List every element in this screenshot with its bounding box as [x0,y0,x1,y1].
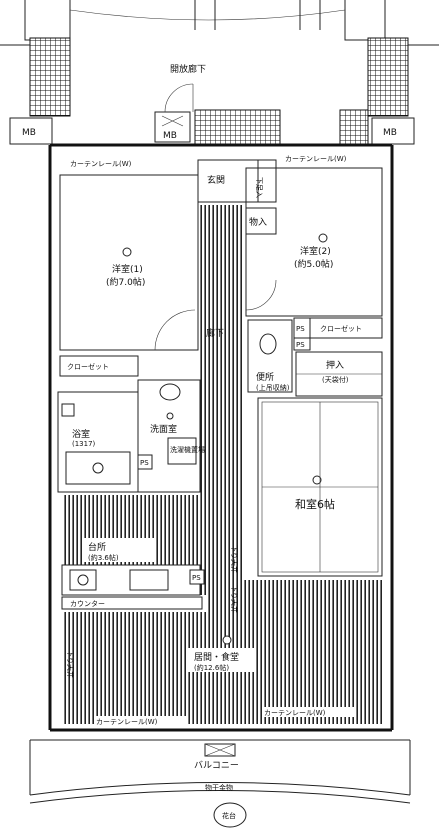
entrance-door-swing [164,83,194,113]
curtain-rail-bottom-left: カーテンレール(W) [96,718,158,726]
flower-box-label: 花台 [222,811,236,820]
entrance-storage-label: 物入 [249,216,267,228]
ps-label-1: PS [296,325,305,333]
washroom-label: 洗面室 [150,423,177,435]
japanese-room-label: 和室6帖 [295,497,335,511]
toilet-room: 便所 (上吊収納) [247,319,293,393]
western-room-1-size: (約7.0帖) [106,276,145,288]
closet-right-label: クローゼット [320,324,362,333]
oshiire-label: 押入 [326,359,344,371]
hallway-label: 廊下 [206,327,224,339]
room1-door-swing [154,309,196,351]
washer-label: 洗濯機置場 [170,445,205,454]
bathroom: 浴室 (1317) [57,391,139,493]
western-room-1: 洋室(1) (約7.0帖) [59,174,199,351]
mb-left-label: MB [22,128,36,138]
western-room-1-label: 洋室(1) [112,263,143,275]
japanese-room: 和室6帖 [257,397,383,577]
toilet-sub-label: (上吊収納) [256,383,290,392]
oshiire-sub-label: (天袋付) [322,375,349,384]
ceiling-note-2: 下り天井 [66,650,75,678]
column-right [367,37,409,117]
corridor-tiles-right [339,109,369,145]
room2-door-swing [245,279,277,311]
meter-box-left: MB [9,117,53,145]
column-left [29,37,71,117]
living-size: (約12.6帖) [194,663,229,672]
closet-right: クローゼット PS PS [293,317,383,351]
western-room-2-size: (約5.0帖) [294,258,333,270]
meter-box-center: MB [154,111,191,143]
exterior-walls [48,143,394,732]
ps-label-3: PS [140,459,149,467]
corridor-label: 開放廊下 [170,63,206,75]
curtain-rail-top-right: カーテンレール(W) [285,155,347,163]
ceiling-note-3: 下り天井 [230,585,239,613]
closet-left: クローゼット [59,355,139,377]
mb-center-label: MB [163,131,177,141]
kitchen: 台所 (約3.6帖) PS [61,538,205,596]
toilet-label: 便所 [256,371,274,383]
counter-label: カウンター [70,599,105,608]
ps-label-2: PS [296,341,305,349]
washroom: 洗面室 洗濯機置場 PS [137,379,205,493]
top-structure [0,0,439,117]
closet-left-label: クローゼット [67,362,109,371]
corridor-tiles [194,109,281,145]
living-floor-upper [206,580,384,614]
living-label: 居間・食堂 [194,651,239,663]
ps-label-4: PS [192,574,201,582]
hallway-floor [200,205,244,595]
bathroom-size: (1317) [72,440,96,448]
balcony-label: バルコニー [194,760,239,771]
curtain-rail-top-left: カーテンレール(W) [70,160,132,168]
balcony: バルコニー 物干金物 花台 [29,739,411,828]
living-room: 居間・食堂 (約12.6帖) [188,635,254,672]
bathroom-label: 浴室 [72,428,90,440]
entrance-label: 玄関 [207,174,225,186]
curtain-rail-bottom-right: カーテンレール(W) [264,709,326,717]
oshiire: 押入 (天袋付) [295,351,383,397]
shoe-box-label: 下足入 [255,177,263,198]
counter: カウンター [61,596,203,610]
western-room-2-label: 洋室(2) [300,245,331,257]
kitchen-label: 台所 [88,541,106,553]
mb-right-label: MB [383,128,397,138]
kitchen-size: (約3.6帖) [88,553,119,562]
ceiling-note-1: 下り天井 [230,545,239,573]
rail-note: 物干金物 [205,783,233,792]
meter-box-right: MB [371,117,415,145]
western-room-2: 洋室(2) (約5.0帖) [245,167,383,317]
